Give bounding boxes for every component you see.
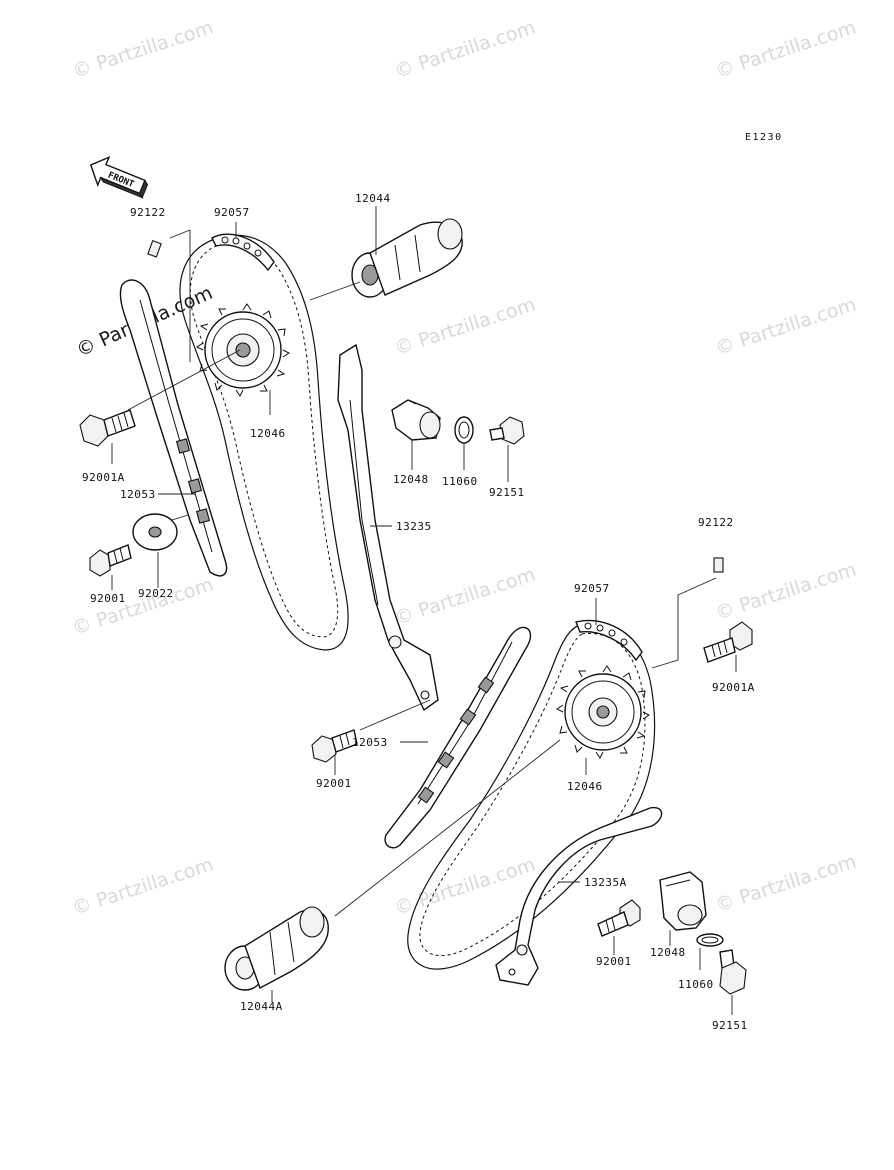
watermark: © Partzilla.com	[392, 17, 538, 83]
label-lower-92057: 92057	[574, 582, 610, 595]
lower-dowel-pin	[713, 557, 724, 573]
diagram-code: E1230	[745, 132, 783, 143]
upper-bolt-92001a	[79, 409, 136, 447]
lower-tensioner-guide	[495, 806, 663, 986]
label-upper-92151: 92151	[489, 486, 525, 499]
watermark: © Partzilla.com	[392, 564, 538, 630]
watermark: © Partzilla.com	[70, 17, 216, 83]
label-upper-13235: 13235	[396, 520, 432, 533]
lower-leader-lines	[271, 577, 737, 1015]
label-lower-12044a: 12044A	[240, 1000, 283, 1013]
lower-camshaft	[224, 906, 329, 991]
lower-bolt-92001-bottom	[597, 899, 641, 937]
label-upper-92122: 92122	[130, 206, 166, 219]
watermark: © Partzilla.com	[713, 17, 859, 83]
label-upper-92001a: 92001A	[82, 471, 125, 484]
upper-tensioner-guide	[337, 343, 439, 712]
label-upper-12046: 12046	[250, 427, 286, 440]
upper-camshaft	[351, 218, 463, 298]
front-arrow-icon: FRONT	[89, 155, 149, 199]
watermark: © Partzilla.com	[70, 574, 216, 640]
label-lower-12046: 12046	[567, 780, 603, 793]
upper-bolt-92001	[89, 544, 132, 577]
upper-dowel-pin	[147, 240, 162, 258]
label-upper-12048: 12048	[393, 473, 429, 486]
label-lower-92001a: 92001A	[712, 681, 755, 694]
watermark: © Partzilla.com	[392, 294, 538, 360]
watermark: © Partzilla.com	[713, 294, 859, 360]
lower-chain-guide-blade	[384, 626, 532, 849]
lower-bolt-92001-mid	[311, 729, 358, 763]
label-lower-92122: 92122	[698, 516, 734, 529]
lower-cam-sprocket	[556, 665, 650, 759]
label-lower-11060: 11060	[678, 978, 714, 991]
label-upper-92001: 92001	[90, 592, 126, 605]
upper-bolt-92151	[489, 416, 525, 445]
label-lower-92001-mid: 92001	[316, 777, 352, 790]
label-lower-92001-bottom: 92001	[596, 955, 632, 968]
upper-chain-guide-blade	[119, 279, 228, 577]
upper-tensioner	[391, 399, 441, 441]
lower-chain-guide	[575, 619, 643, 662]
watermark: © Partzilla.com	[392, 854, 538, 920]
label-upper-12044: 12044	[355, 192, 391, 205]
lower-gasket	[696, 933, 724, 947]
upper-chain-guide	[211, 233, 275, 272]
watermark: © Partzilla.com	[70, 854, 216, 920]
label-lower-12053: 12053	[352, 736, 388, 749]
label-lower-12048: 12048	[650, 946, 686, 959]
upper-leader-lines	[111, 206, 509, 590]
label-lower-13235a: 13235A	[584, 876, 627, 889]
label-upper-92057: 92057	[214, 206, 250, 219]
upper-washer	[132, 513, 178, 551]
upper-cam-sprocket	[196, 303, 290, 397]
upper-timing-chain	[179, 234, 349, 651]
label-upper-11060: 11060	[442, 475, 478, 488]
label-upper-12053: 12053	[120, 488, 156, 501]
label-lower-92151: 92151	[712, 1019, 748, 1032]
upper-gasket	[454, 416, 474, 444]
watermark: © Partzilla.com	[713, 559, 859, 625]
upper-assembly: 92122 92057 12044 12046 92001A 12053 920…	[79, 192, 525, 712]
lower-bolt-92151	[719, 949, 747, 995]
watermark: © Partzilla.com	[713, 851, 859, 917]
lower-assembly: 92122 92057 92001A 12053 92001 12046 132…	[224, 516, 755, 1032]
lower-bolt-92001a	[703, 621, 753, 663]
label-upper-92022: 92022	[138, 587, 174, 600]
lower-tensioner	[659, 871, 707, 931]
